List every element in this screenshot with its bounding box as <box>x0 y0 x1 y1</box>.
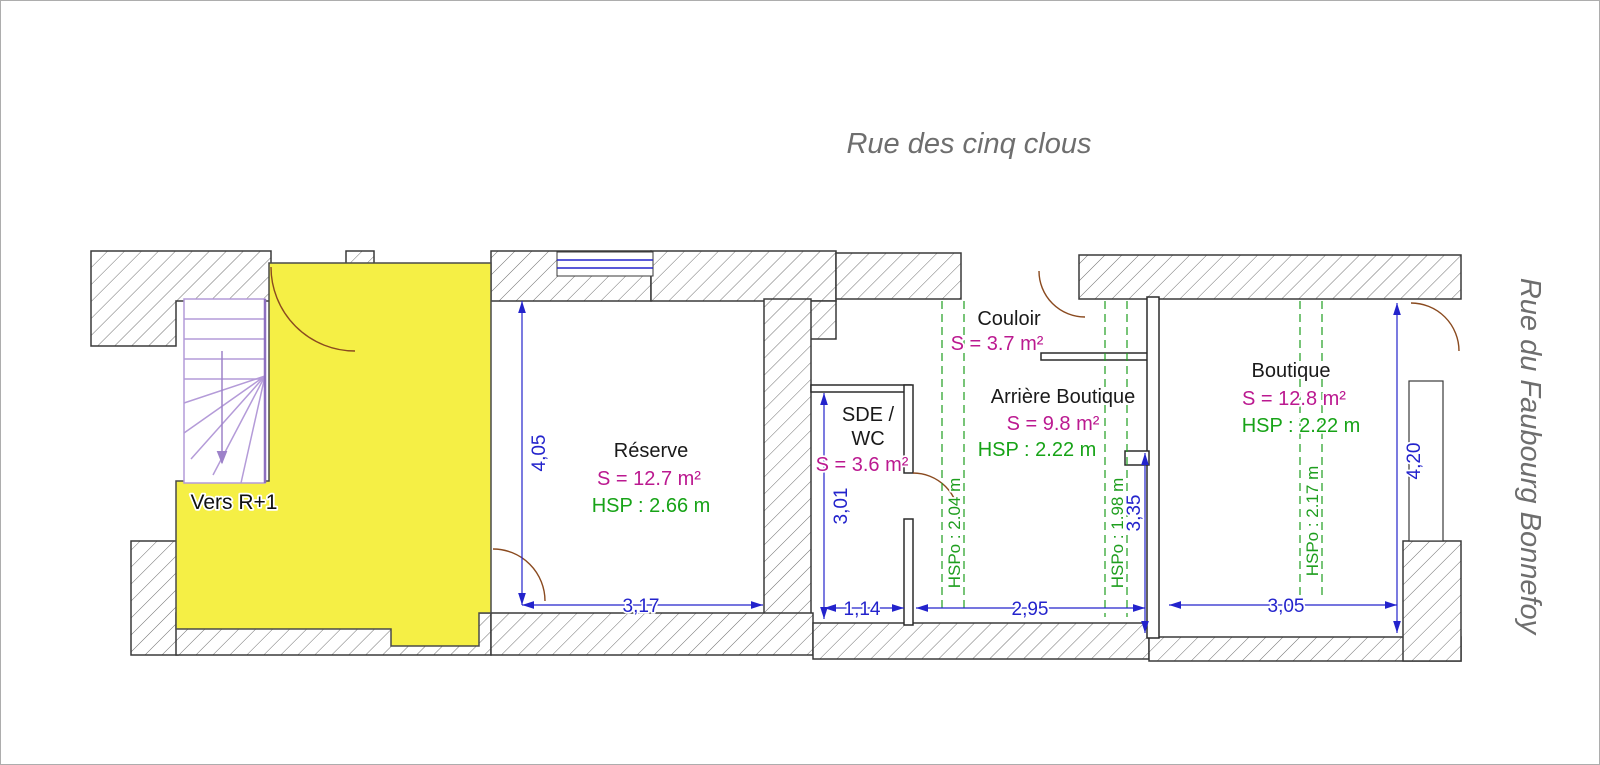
room-boutique-name: Boutique <box>1252 360 1331 382</box>
staircase-outline <box>183 298 266 484</box>
room-reserve-height: HSP : 2.66 m <box>592 495 711 517</box>
door-arc-couloir <box>1038 270 1086 318</box>
room-couloir-name: Couloir <box>977 308 1041 330</box>
wall-bottom-reserve <box>490 612 814 656</box>
dim-arriere-width: 2,95 <box>1012 599 1049 620</box>
room-couloir-area: S = 3.7 m² <box>951 333 1044 355</box>
wall-arriere-boutique-right <box>1146 296 1160 639</box>
room-sde-name-line1: SDE / <box>842 404 895 426</box>
room-labels: Réserve S = 12.7 m² HSP : 2.66 m SDE / W… <box>590 306 1362 519</box>
beam-lines <box>941 301 1323 617</box>
room-sde-area: S = 3.6 m² <box>816 454 909 476</box>
shopfront-window <box>1408 380 1444 542</box>
wall-sde-right-upper <box>903 384 914 474</box>
room-reserve-area: S = 12.7 m² <box>597 468 701 490</box>
window-top-reserve <box>556 251 654 277</box>
dim-boutique-depth: 4,20 <box>1404 443 1425 480</box>
dim-boutique-width: 3,05 <box>1268 596 1305 617</box>
wall-couloir-bottom <box>1040 352 1154 361</box>
wall-bottom-mid <box>812 622 1150 660</box>
wall-top-mid <box>835 252 962 300</box>
dim-sde-width: 1,14 <box>844 599 881 620</box>
dim-arriere-depth: 3,35 <box>1124 495 1145 532</box>
room-reserve-name: Réserve <box>614 440 688 462</box>
beam-height-boutique: HSPo : 2.17 m <box>1303 466 1322 577</box>
street-name-right: Rue du Faubourg Bonnefoy <box>1514 278 1546 636</box>
beam-height-couloir: HSPo : 2.04 m <box>945 478 964 589</box>
wall-top-right <box>1078 254 1462 300</box>
doors <box>270 266 1460 602</box>
wall-top-step <box>650 250 837 302</box>
staircase <box>183 298 267 484</box>
stairwell-label: Vers R+1 <box>191 491 278 514</box>
room-arriere-area: S = 9.8 m² <box>1007 413 1100 435</box>
room-sde-name-line2: WC <box>851 428 884 450</box>
beam-height-arriere: HSPo : 1.98 m <box>1108 478 1127 589</box>
wall-sde-top <box>810 384 912 393</box>
door-arc-sde <box>912 472 960 520</box>
room-boutique-height: HSP : 2.22 m <box>1242 415 1361 437</box>
door-arc-entrance-left <box>270 266 356 352</box>
room-arriere-height: HSP : 2.22 m <box>978 439 1097 461</box>
dimension-lines <box>518 301 1401 633</box>
dim-sde-depth: 3,01 <box>831 488 852 525</box>
wall-bottom-far-left <box>130 540 179 656</box>
door-arc-reserve <box>492 548 546 602</box>
dim-reserve-depth: 4,05 <box>529 435 550 472</box>
windows <box>556 251 1444 542</box>
wall-sde-right-lower <box>903 518 914 626</box>
beam-height-labels: HSPo : 2.04 m HSPo : 1.98 m HSPo : 2.17 … <box>943 464 1324 590</box>
dim-reserve-width: 3,17 <box>623 596 660 617</box>
wall-reserve-sde-divider <box>763 298 812 630</box>
room-arriere-name: Arrière Boutique <box>991 386 1136 408</box>
door-arc-right-entrance <box>1410 302 1460 352</box>
wall-top-left <box>90 250 272 347</box>
wall-right-lower <box>1402 540 1462 662</box>
street-name-top: Rue des cinq clous <box>846 128 1091 160</box>
room-boutique-area: S = 12.8 m² <box>1242 388 1346 410</box>
dimension-labels: 4,05 3,17 3,01 1,14 2,95 3,35 3,05 4,20 <box>527 433 1427 622</box>
